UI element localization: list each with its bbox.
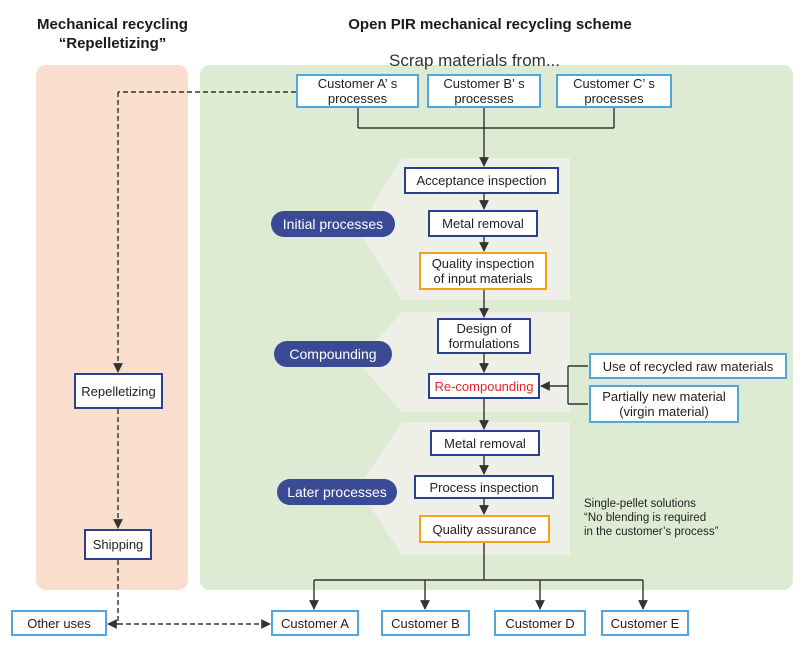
shipping-box: Shipping (84, 529, 152, 560)
recycled-raw-materials-box: Use of recycled raw materials (589, 353, 787, 379)
design-line2: formulations (448, 336, 520, 351)
left-title-line2: “Repelletizing” (58, 35, 167, 52)
note-line3: in the customer’s process” (584, 526, 719, 538)
compounding-pill: Compounding (274, 341, 392, 367)
quality-assurance-box: Quality assurance (419, 515, 550, 543)
customer-b-processes-line2: processes (454, 91, 514, 106)
left-title-line1: Mechanical recycling (37, 16, 188, 33)
repelletizing-panel (36, 65, 188, 590)
virgin-material-box: Partially new material (virgin material) (589, 385, 739, 423)
design-of-formulations-box: Design of formulations (437, 318, 531, 354)
quality-inspection-input-box: Quality inspection of input materials (419, 252, 547, 290)
left-title: Mechanical recycling “Repelletizing” (20, 15, 205, 53)
acceptance-inspection-box: Acceptance inspection (404, 167, 559, 194)
metal-removal-box-initial: Metal removal (428, 210, 538, 237)
right-title: Open PIR mechanical recycling scheme (348, 16, 632, 33)
customer-a-processes-line2: processes (327, 91, 388, 106)
process-inspection-box: Process inspection (414, 475, 554, 499)
customer-a-processes-line1: Customer A’ s (317, 76, 398, 91)
virgin-material-line1: Partially new material (602, 389, 726, 404)
note-line1: Single-pellet solutions (584, 498, 696, 510)
customer-c-processes-line2: processes (584, 91, 644, 106)
customer-b-processes-line1: Customer B’ s (443, 76, 525, 91)
design-line1: Design of (456, 321, 512, 336)
virgin-material-line2: (virgin material) (619, 404, 709, 419)
single-pellet-note: Single-pellet solutions “No blending is … (584, 497, 794, 539)
customer-b-processes-box: Customer B’ s processes (427, 74, 541, 108)
metal-removal-box-later: Metal removal (430, 430, 540, 456)
customer-a-box: Customer A (271, 610, 359, 636)
quality-inspection-line1: Quality inspection (431, 256, 535, 271)
repelletizing-box: Repelletizing (74, 373, 163, 409)
customer-c-processes-line1: Customer C’ s (573, 76, 655, 91)
scrap-materials-label: Scrap materials from... (389, 51, 560, 70)
re-compounding-box: Re-compounding (428, 373, 540, 399)
other-uses-box: Other uses (11, 610, 107, 636)
customer-e-box: Customer E (601, 610, 689, 636)
customer-b-box: Customer B (381, 610, 470, 636)
quality-inspection-line2: of input materials (433, 271, 533, 286)
later-processes-pill: Later processes (277, 479, 397, 505)
customer-d-box: Customer D (494, 610, 586, 636)
customer-a-processes-box: Customer A’ s processes (296, 74, 419, 108)
initial-processes-pill: Initial processes (271, 211, 395, 237)
customer-c-processes-box: Customer C’ s processes (556, 74, 672, 108)
note-line2: “No blending is required (584, 512, 707, 524)
